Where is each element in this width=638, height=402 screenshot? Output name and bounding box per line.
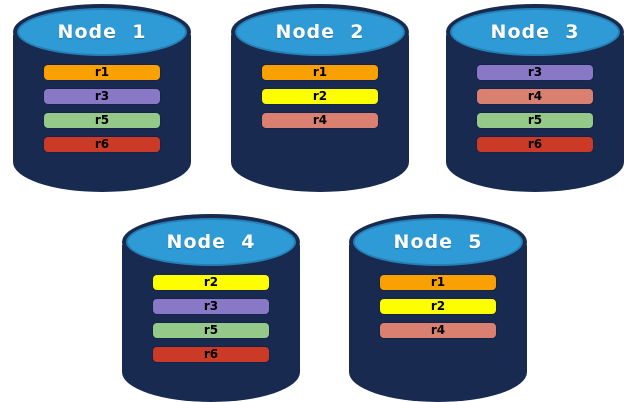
replica-bar-r2: r2 [380, 299, 496, 314]
node-5: Node 5 r1 r2 r4 [349, 214, 527, 402]
replica-bar-r4: r4 [262, 113, 378, 128]
replica-bar-r3: r3 [44, 89, 160, 104]
replica-bar-r1: r1 [44, 65, 160, 80]
replica-list: r1 r2 r4 [349, 275, 527, 338]
cylinder-top-ellipse: Node 2 [231, 4, 409, 60]
replica-bar-r4: r4 [380, 323, 496, 338]
node-2: Node 2 r1 r2 r4 [231, 4, 409, 192]
cylinder-top-ellipse: Node 1 [13, 4, 191, 60]
replica-bar-r3: r3 [477, 65, 593, 80]
node-3: Node 3 r3 r4 r5 r6 [446, 4, 624, 192]
node-4: Node 4 r2 r3 r5 r6 [122, 214, 300, 402]
replica-list: r1 r2 r4 [231, 65, 409, 128]
replica-bar-r5: r5 [477, 113, 593, 128]
node-1: Node 1 r1 r3 r5 r6 [13, 4, 191, 192]
replica-bar-r1: r1 [380, 275, 496, 290]
replica-list: r1 r3 r5 r6 [13, 65, 191, 152]
replica-bar-r6: r6 [477, 137, 593, 152]
replica-bar-r2: r2 [262, 89, 378, 104]
replica-bar-r3: r3 [153, 299, 269, 314]
cylinder-top-ellipse: Node 4 [122, 214, 300, 270]
node-title: Node 1 [57, 21, 147, 43]
replica-bar-r2: r2 [153, 275, 269, 290]
replica-list: r2 r3 r5 r6 [122, 275, 300, 362]
replica-bar-r6: r6 [44, 137, 160, 152]
node-title: Node 2 [275, 21, 365, 43]
replica-bar-r6: r6 [153, 347, 269, 362]
node-title: Node 4 [166, 231, 256, 253]
node-title: Node 3 [490, 21, 580, 43]
replica-list: r3 r4 r5 r6 [446, 65, 624, 152]
replica-bar-r1: r1 [262, 65, 378, 80]
cylinder-top-ellipse: Node 3 [446, 4, 624, 60]
replica-bar-r4: r4 [477, 89, 593, 104]
node-title: Node 5 [393, 231, 483, 253]
replica-bar-r5: r5 [44, 113, 160, 128]
cylinder-top-ellipse: Node 5 [349, 214, 527, 270]
replica-bar-r5: r5 [153, 323, 269, 338]
